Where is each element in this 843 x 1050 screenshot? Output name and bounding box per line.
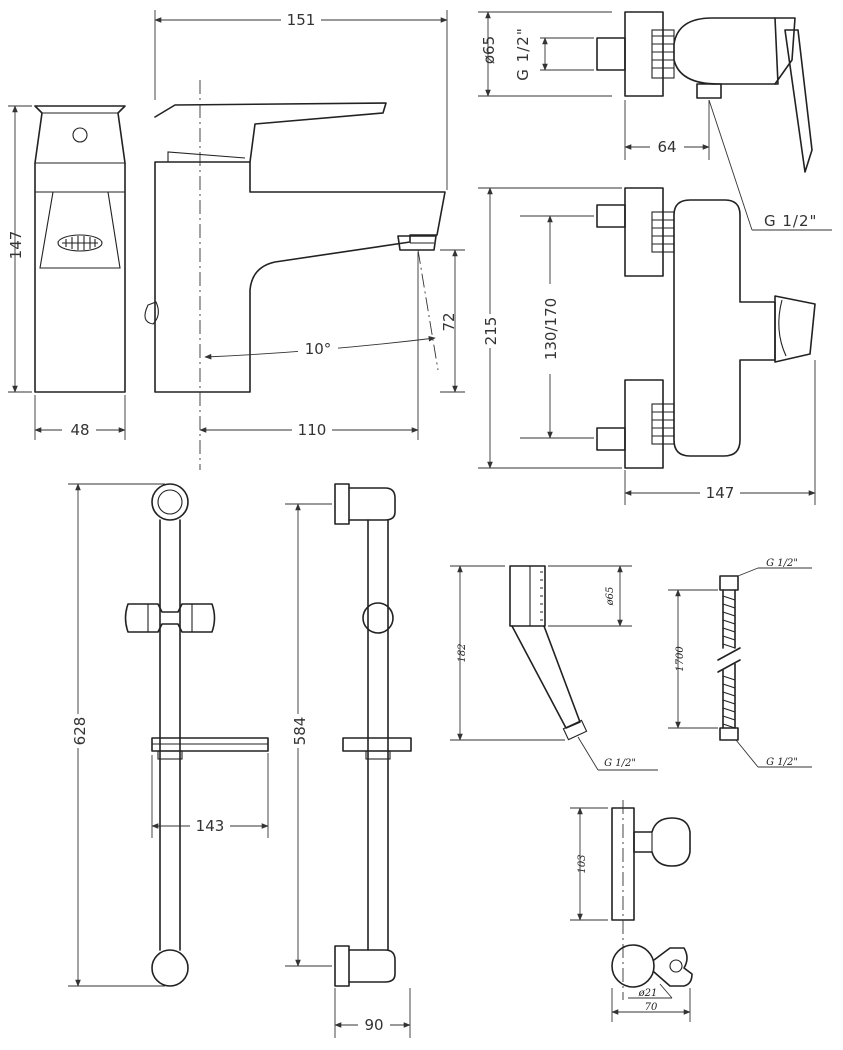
dim-bracket-width: 70 [611, 988, 691, 1022]
basin-mixer-front-view [34, 105, 126, 393]
dim-depth: 64 [624, 100, 710, 160]
dim-thread-right: G 1/2" [708, 99, 832, 231]
label-shower-thread: G 1/2" [604, 758, 636, 769]
hand-shower-view [509, 565, 588, 741]
dim-total-length: 151 [154, 10, 448, 190]
slide-rail-side-view [334, 483, 412, 987]
dim-hose-thread-bottom: G 1/2" [735, 739, 812, 768]
label-hose-length: 1700 [675, 646, 686, 672]
hose-view [717, 575, 741, 741]
label-spout-height: 72 [440, 312, 458, 331]
label-thread-right: G 1/2" [764, 212, 817, 230]
label-spout-reach: 110 [298, 421, 327, 439]
dim-spout-reach: 110 [199, 252, 419, 440]
label-bracket-height: 103 [577, 854, 588, 873]
label-bracket-diameter: ø21 [638, 988, 658, 999]
label-mixer-width: 147 [706, 484, 735, 502]
dim-thread-left: G 1/2" [514, 27, 594, 81]
dim-mixer-height: 215 [478, 187, 622, 469]
dim-bracket-diameter: ø21 [628, 983, 673, 999]
dim-wall-offset: 90 [334, 988, 411, 1038]
dim-shower-thread: G 1/2" [577, 736, 658, 771]
label-front-width: 48 [70, 421, 89, 439]
basin-mixer-side-view [144, 80, 446, 470]
dim-front-width: 48 [34, 395, 126, 440]
label-centers: 130/170 [542, 298, 560, 360]
label-depth: 64 [657, 138, 676, 156]
dim-holder-reach: 143 [151, 753, 269, 838]
dim-spout-height: 72 [440, 249, 465, 393]
label-inlet-diameter: ø65 [480, 36, 498, 64]
dim-bracket-height: 103 [570, 807, 608, 921]
dim-hose-length: 1700 [668, 589, 718, 729]
label-hose-thread-top: G 1/2" [766, 558, 798, 569]
label-mount-span: 584 [291, 717, 309, 746]
shower-mixer-front-view [596, 187, 816, 469]
dim-head-diameter: ø65 [548, 565, 632, 627]
label-total-length: 151 [287, 11, 316, 29]
label-wall-offset: 90 [364, 1016, 383, 1034]
wall-bracket-view [611, 800, 693, 1000]
label-angle: 10° [305, 340, 332, 358]
label-mixer-height: 215 [482, 317, 500, 346]
dim-hose-thread-top: G 1/2" [737, 558, 812, 577]
dim-centers: 130/170 [520, 215, 594, 439]
label-bracket-width: 70 [645, 1002, 658, 1013]
dim-rail-length: 628 [68, 483, 165, 987]
label-rail-length: 628 [71, 717, 89, 746]
dim-front-height: 147 [7, 105, 32, 393]
dim-angle: 10° [204, 335, 436, 360]
label-holder-reach: 143 [196, 817, 225, 835]
label-hose-thread-bottom: G 1/2" [766, 757, 798, 768]
dim-mixer-width: 147 [624, 360, 816, 505]
label-thread-left: G 1/2" [514, 27, 532, 80]
dim-inlet-diameter: ø65 [478, 11, 612, 97]
label-shower-length: 182 [457, 643, 468, 662]
label-head-diameter: ø65 [605, 587, 616, 607]
slide-rail-front-view [124, 483, 269, 987]
dim-mount-span: 584 [285, 503, 332, 967]
shower-mixer-side-view [596, 11, 813, 173]
dim-shower-length: 182 [450, 565, 565, 741]
label-front-height: 147 [7, 231, 25, 260]
